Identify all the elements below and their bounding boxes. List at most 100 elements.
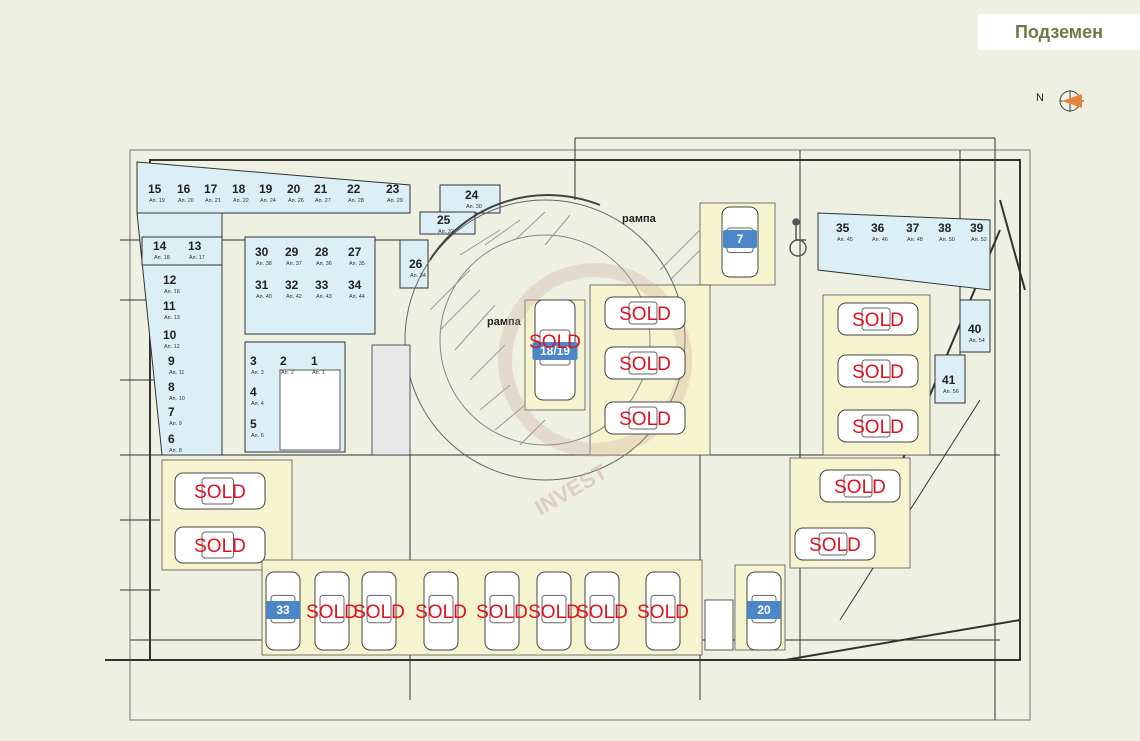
storage-unit-apartment: Ап. 1 (312, 370, 325, 376)
parking-spot[interactable]: SOLD (604, 296, 686, 330)
sold-label: SOLD (619, 354, 671, 375)
storage-unit[interactable]: 7Ап. 9 (168, 405, 182, 427)
parking-number-badge (747, 601, 781, 619)
parking-number: 20 (757, 603, 771, 617)
storage-unit-number: 21 (314, 182, 328, 196)
parking-spot[interactable]: SOLD (794, 527, 876, 561)
storage-unit-apartment: Ап. 46 (872, 237, 888, 243)
car-icon (837, 409, 919, 443)
parking-spot[interactable]: SOLD (837, 409, 919, 443)
storage-unit-number: 16 (177, 182, 191, 196)
car-window (861, 359, 891, 383)
storage-unit-apartment: Ап. 21 (205, 198, 221, 204)
parking-spot[interactable]: SOLD (476, 571, 528, 651)
car-window (628, 301, 658, 325)
car-icon (837, 302, 919, 336)
car-window (428, 594, 454, 624)
storage-unit-number: 30 (255, 245, 269, 259)
car-icon (484, 571, 520, 651)
parking-spot[interactable]: SOLD (415, 571, 467, 651)
car-icon (423, 571, 459, 651)
storage-unit-apartment: Ап. 56 (943, 389, 959, 395)
parking-spot[interactable]: SOLD (604, 401, 686, 435)
parking-spot[interactable]: SOLD (637, 571, 689, 651)
storage-unit[interactable]: 1Ап. 1 (311, 354, 325, 376)
storage-unit[interactable]: 9Ап. 11 (168, 354, 184, 376)
sold-label: SOLD (809, 535, 861, 556)
storage-unit-apartment: Ап. 16 (164, 289, 180, 295)
car-icon (174, 526, 266, 564)
storage-unit-number: 29 (285, 245, 299, 259)
parking-spot[interactable]: SOLD (353, 571, 405, 651)
parking-spot[interactable]: SOLD (174, 526, 266, 564)
compass-label: N (1036, 92, 1044, 104)
storage-unit-number: 35 (836, 221, 850, 235)
page-title: Подземен (978, 14, 1140, 50)
parking-spot[interactable]: SOLD (819, 469, 901, 503)
parking-spot[interactable]: 33 (265, 571, 301, 651)
storage-unit[interactable]: 6Ап. 8 (168, 432, 182, 454)
storage-unit-number: 1 (311, 354, 318, 368)
parking-spot[interactable]: SOLD (576, 571, 628, 651)
storage-unit[interactable]: 3Ап. 3 (250, 354, 264, 376)
sold-label: SOLD (476, 602, 528, 623)
storage-unit-apartment: Ап. 11 (169, 370, 184, 376)
car-window (650, 594, 676, 624)
storage-unit-apartment: Ап. 19 (149, 198, 165, 204)
storage-unit[interactable]: 4Ап. 4 (250, 385, 264, 407)
parking-spot[interactable]: SOLD (306, 571, 358, 651)
parking-spot[interactable]: SOLD (528, 571, 580, 651)
parking-number: 7 (737, 232, 744, 246)
parking-number: 18/19 (540, 344, 570, 358)
storage-unit[interactable]: 2Ап. 2 (280, 354, 294, 376)
storage-unit-number: 38 (938, 221, 952, 235)
parking-spot[interactable]: SOLD (837, 302, 919, 336)
storage-unit[interactable]: 5Ап. 6 (250, 417, 264, 439)
storage-zones (136, 161, 991, 456)
parking-spot[interactable]: 7 (721, 206, 759, 278)
car-window (541, 594, 567, 624)
car-window (861, 414, 891, 438)
storage-unit-number: 40 (968, 322, 982, 336)
parking-spot[interactable]: SOLD (604, 346, 686, 380)
storage-unit[interactable]: 8Ап. 10 (168, 380, 185, 402)
parking-number-badge (532, 342, 578, 360)
parking-spot[interactable]: 20 (746, 571, 782, 651)
parking-spot[interactable]: SOLD (174, 472, 266, 510)
car-window (201, 477, 234, 505)
parking-spot[interactable]: SOLD (837, 354, 919, 388)
